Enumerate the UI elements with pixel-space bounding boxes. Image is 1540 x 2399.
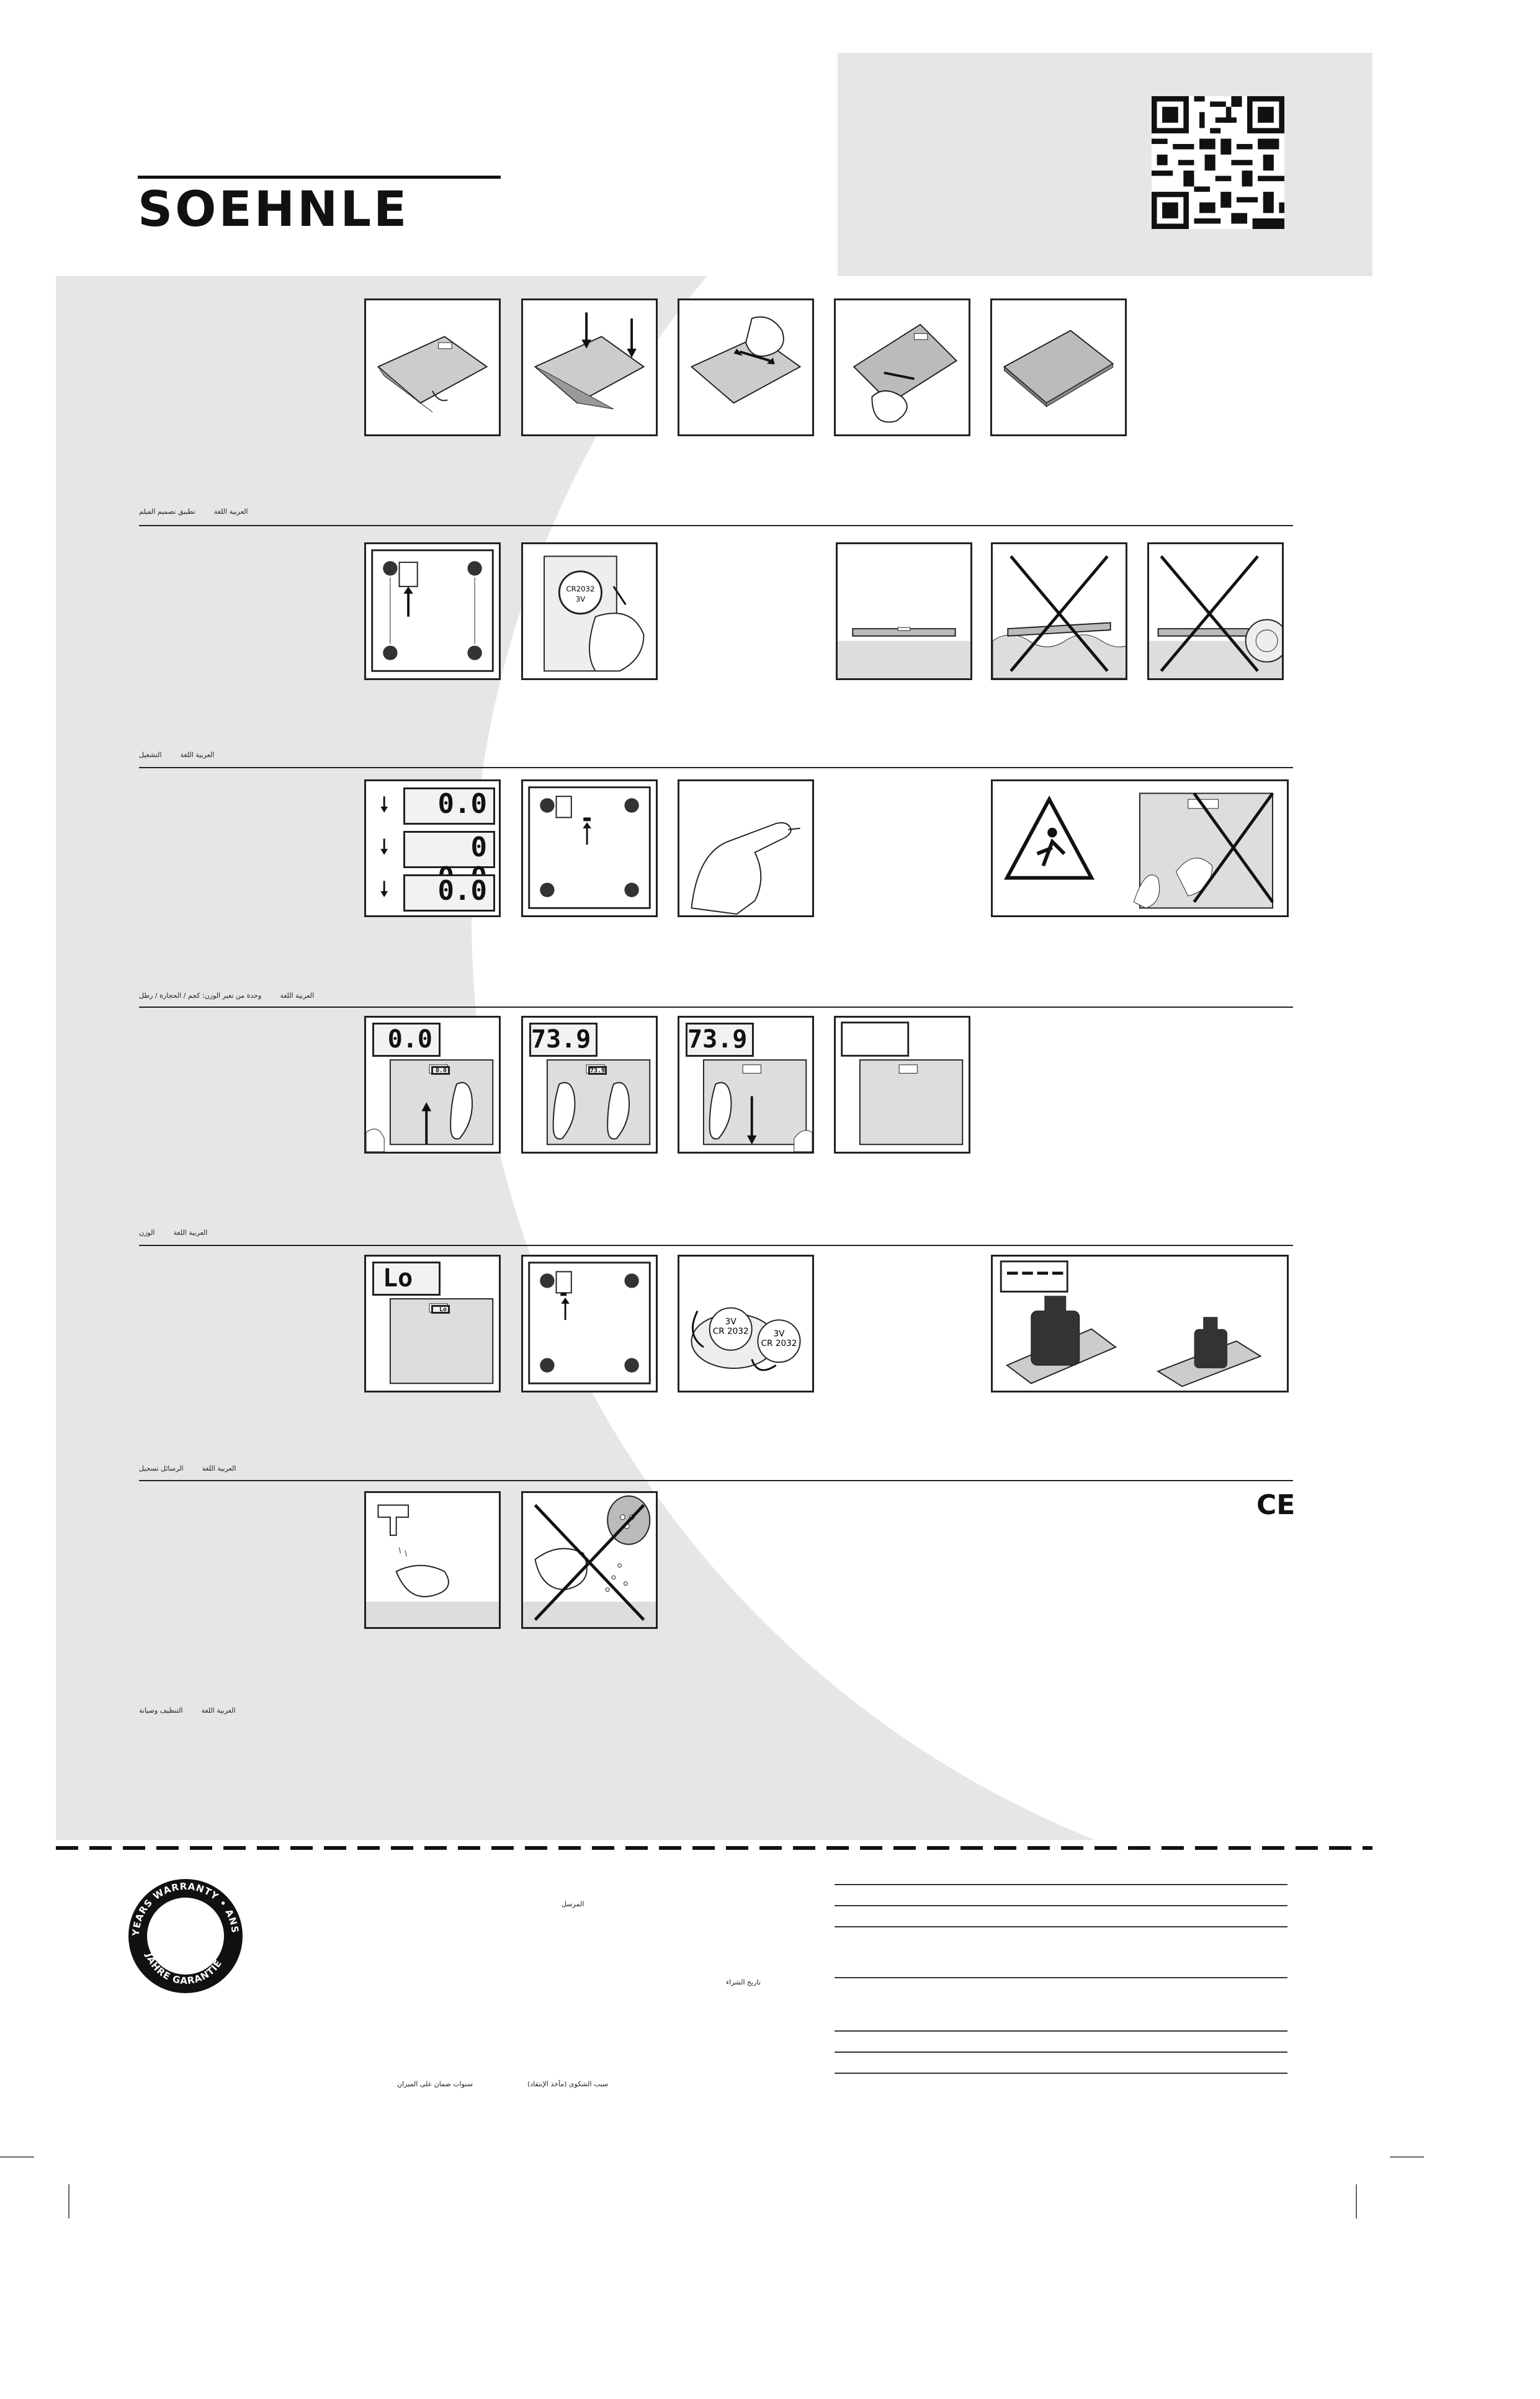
warranty-seal: YEARS WARRANTY • ANS GARANTIE JAHRE GARA… [127,1877,243,1993]
overload-panel [991,1255,1289,1392]
film-step-5 [990,298,1127,436]
battery-label-small: CR2032 [566,585,594,593]
unit-display-2: 0 0.0 [403,831,495,892]
weigh-display-1: 73.9 [529,1023,598,1057]
battery-new-volt: 3V [774,1329,786,1339]
form-line[interactable] [835,1905,1287,1906]
scale-underside-panel [364,542,501,680]
form-line[interactable] [835,1926,1287,1927]
low-battery-mini-display: Lo [431,1305,450,1314]
form-line[interactable] [835,1884,1287,1885]
battery-old-volt: 3V [725,1317,737,1327]
section-divider [139,767,1293,768]
weigh-step-3: 73.9 [678,1016,814,1154]
form-line[interactable] [835,1977,1287,1978]
scale-on-hard-floor [836,542,972,680]
section-label-weighing: العربية اللغةالوزن [139,1229,208,1237]
header-gray-area [838,53,1372,276]
scale-on-rug-crossed [1147,542,1284,680]
sender-label: المرسل [562,1900,584,1908]
low-battery-display: Lo [372,1262,441,1296]
crop-mark [68,2184,69,2218]
crop-mark [1390,2156,1424,2158]
weigh-step-2: 73.9 73.9 [521,1016,658,1154]
section-divider [139,1007,1293,1008]
weigh-mini-display-zero: 0.0 [431,1066,450,1075]
complaint-reason-label: سبب الشكوى (مآخذ الإنتقاد) [527,2080,609,2088]
section-label-cleaning: العربية اللغةالتنظيف وصيانة [139,1706,236,1715]
film-step-1 [364,298,501,436]
unit-display-sequence: 0.0 0 0.0 0.0 [364,779,501,917]
section-label-film: العربية اللغةتطبيق تصميم الفيلم [139,508,248,516]
section-divider [139,1480,1293,1481]
section-divider [139,525,1293,526]
battery-volt-label: 3V [576,594,585,603]
brand-logo: SOEHNLE [138,182,410,238]
unit-button-underside [521,779,658,917]
battery-new-label: CR 2032 [761,1339,797,1348]
weigh-step-1: 0.0 0.0 [364,1016,501,1154]
ce-mark: CE [1256,1489,1296,1521]
qr-code-icon [1152,96,1284,229]
crop-mark [0,2156,34,2158]
section-divider [139,1245,1293,1246]
header-white-area [0,0,838,276]
weigh-display-2: 73.9 [686,1023,754,1057]
form-line[interactable] [835,2073,1287,2074]
battery-old-label: CR 2032 [713,1327,749,1337]
slippery-warning-panel [991,779,1289,917]
section-label-messages: العربية اللغةالرسائل تسجيل [139,1464,236,1473]
section-label-unit: العربية اللغةوحدة من تغير الوزن: كجم / ا… [139,992,315,1000]
crop-mark [1356,2184,1357,2218]
form-line[interactable] [835,2030,1287,2032]
finger-press-panel [678,779,814,917]
cut-line [56,1846,1372,1850]
section-label-operation: العربية اللغةالتشغيل [139,751,215,759]
scale-on-carpet-crossed [991,542,1127,680]
unit-display-1: 0.0 [403,787,495,825]
weigh-step-4 [834,1016,970,1154]
unit-display-3: 0.0 [403,874,495,912]
film-step-4 [834,298,970,436]
battery-compartment-panel [521,1255,658,1392]
weigh-display-zero: 0.0 [372,1023,441,1057]
form-line[interactable] [835,2051,1287,2053]
low-battery-panel: Lo Lo [364,1255,501,1392]
warranty-years-label: سنوات ضمان على الميزان [397,2080,473,2088]
crop-mark [1390,68,1424,70]
weigh-mini-display-1: 73.9 [588,1066,607,1075]
cleaning-damp-cloth-panel [364,1491,501,1629]
film-step-3 [678,298,814,436]
crop-mark [1356,0,1357,31]
film-step-2 [521,298,658,436]
purchase-date-label: تاريخ الشراء [726,1978,761,1986]
cleaning-no-abrasive-panel [521,1491,658,1629]
logo-bar [138,176,501,179]
